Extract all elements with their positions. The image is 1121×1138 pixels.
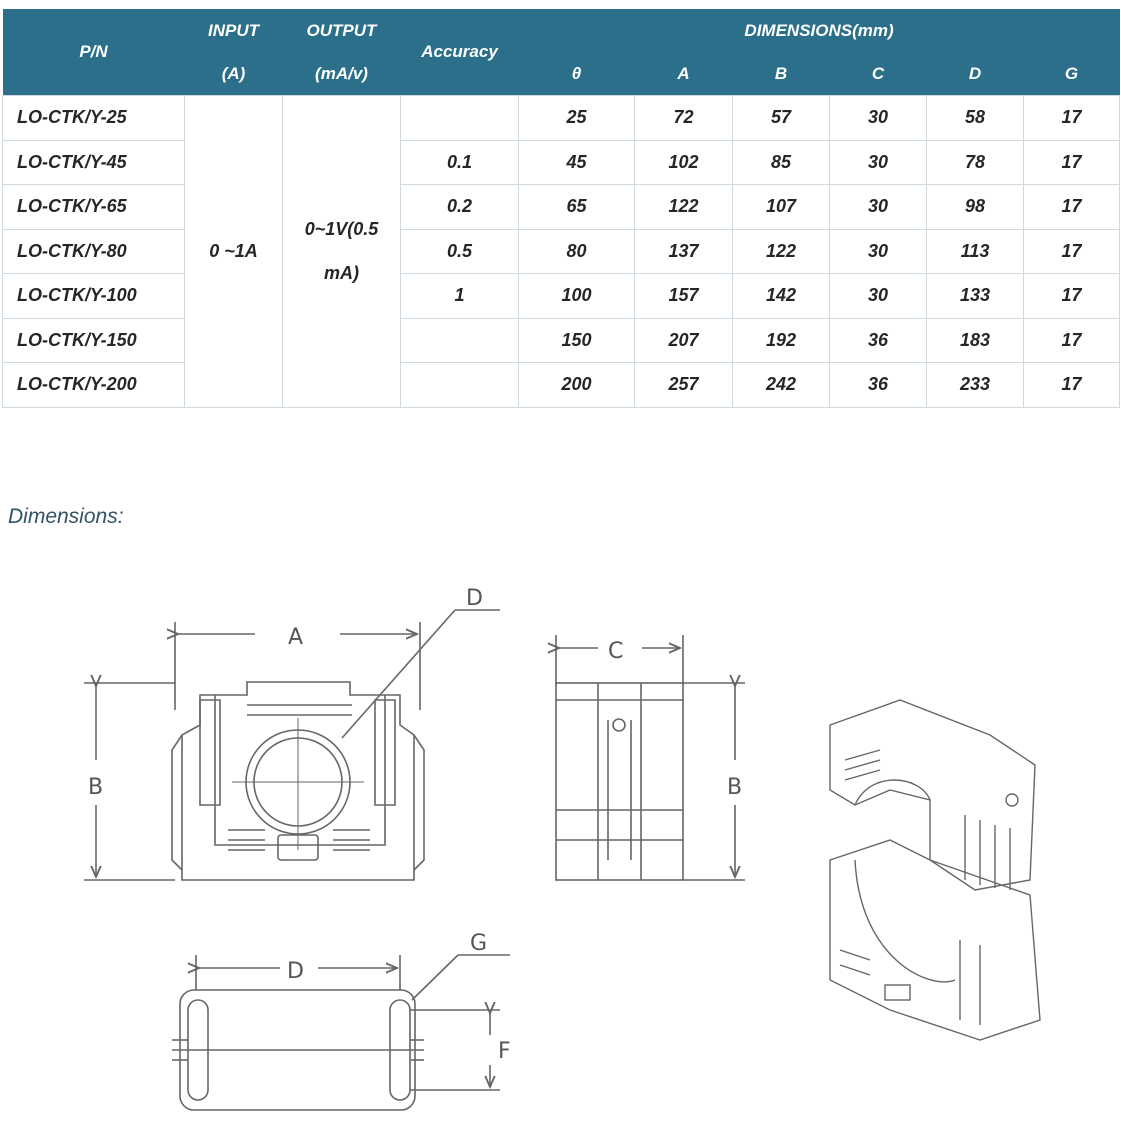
label-f: F xyxy=(498,1039,511,1064)
cell-d: 78 xyxy=(926,139,1024,185)
table-row: LO-CTK/Y-150 150 207 192 36 183 17 xyxy=(2,317,1121,363)
table-row: LO-CTK/Y-65 0.2 65 122 107 30 98 17 xyxy=(2,184,1121,230)
cell-b: 107 xyxy=(732,184,830,230)
label-g: G xyxy=(470,931,487,956)
header-dim-d: D xyxy=(926,52,1024,96)
cell-a: 102 xyxy=(634,139,733,185)
table-row: LO-CTK/Y-200 200 257 242 36 233 17 xyxy=(2,362,1121,408)
cell-b: 192 xyxy=(732,317,830,363)
table-row: LO-CTK/Y-100 1 100 157 142 30 133 17 xyxy=(2,273,1121,319)
header-pn: P/N xyxy=(2,9,185,96)
label-c: C xyxy=(608,639,623,664)
cell-output: 0~1V(0.5 mA) xyxy=(282,95,401,408)
cell-theta: 100 xyxy=(518,273,635,319)
cell-pn: LO-CTK/Y-150 xyxy=(2,317,185,363)
cell-c: 30 xyxy=(829,139,927,185)
cell-theta: 25 xyxy=(518,95,635,141)
cell-accuracy: 0.1 xyxy=(400,139,519,185)
cell-a: 122 xyxy=(634,184,733,230)
cell-d: 98 xyxy=(926,184,1024,230)
cell-d: 133 xyxy=(926,273,1024,319)
cell-d: 113 xyxy=(926,228,1024,274)
front-view-drawing xyxy=(84,609,500,881)
cell-b: 142 xyxy=(732,273,830,319)
cell-theta: 150 xyxy=(518,317,635,363)
cell-g: 17 xyxy=(1022,228,1121,274)
cell-theta: 45 xyxy=(518,139,635,185)
cell-g: 17 xyxy=(1022,273,1121,319)
cell-g: 17 xyxy=(1022,95,1121,141)
header-dim-g: G xyxy=(1023,52,1120,96)
header-input-unit: (A) xyxy=(184,52,283,96)
header-dimensions: DIMENSIONS(mm) xyxy=(518,9,1120,52)
cell-accuracy xyxy=(400,95,519,141)
table-row: LO-CTK/Y-25 0 ~1A 0~1V(0.5 mA) 25 72 57 … xyxy=(2,95,1121,408)
output-line-1: 0~1V(0.5 xyxy=(304,219,379,240)
header-dim-c: C xyxy=(829,52,927,96)
cell-b: 85 xyxy=(732,139,830,185)
cell-pn: LO-CTK/Y-80 xyxy=(2,228,185,274)
cell-g: 17 xyxy=(1022,362,1121,408)
cell-pn: LO-CTK/Y-45 xyxy=(2,139,185,185)
header-input: INPUT xyxy=(184,9,283,52)
cell-accuracy xyxy=(400,362,519,408)
table-row: LO-CTK/Y-45 0.1 45 102 85 30 78 17 xyxy=(2,139,1121,185)
dimension-drawings: A B D C B xyxy=(84,586,1041,1111)
isometric-view-drawing xyxy=(829,699,1041,1041)
header-dim-b: B xyxy=(732,52,830,96)
cell-c: 36 xyxy=(829,362,927,408)
table-row: LO-CTK/Y-80 0.5 80 137 122 30 113 17 xyxy=(2,228,1121,274)
label-d-front: D xyxy=(466,586,483,611)
cell-a: 257 xyxy=(634,362,733,408)
header-output-unit: (mA/v) xyxy=(282,52,401,96)
cell-d: 183 xyxy=(926,317,1024,363)
cell-b: 122 xyxy=(732,228,830,274)
cell-b: 57 xyxy=(732,95,830,141)
cell-g: 17 xyxy=(1022,184,1121,230)
label-a: A xyxy=(288,625,303,650)
cell-theta: 65 xyxy=(518,184,635,230)
cell-theta: 200 xyxy=(518,362,635,408)
cell-g: 17 xyxy=(1022,139,1121,185)
header-accuracy: Accuracy xyxy=(400,9,519,96)
cell-pn: LO-CTK/Y-200 xyxy=(2,362,185,408)
label-d-bottom: D xyxy=(287,959,304,984)
cell-c: 30 xyxy=(829,273,927,319)
cell-c: 36 xyxy=(829,317,927,363)
cell-pn: LO-CTK/Y-25 xyxy=(2,95,185,141)
header-dim-a: A xyxy=(634,52,733,96)
bottom-view-drawing xyxy=(172,954,510,1111)
cell-d: 233 xyxy=(926,362,1024,408)
cell-g: 17 xyxy=(1022,317,1121,363)
side-view-drawing xyxy=(556,635,745,881)
header-output: OUTPUT xyxy=(282,9,401,52)
cell-b: 242 xyxy=(732,362,830,408)
cell-c: 30 xyxy=(829,184,927,230)
output-line-2: mA) xyxy=(324,263,359,284)
header-dim-theta: θ xyxy=(518,52,635,96)
label-b-side: B xyxy=(727,775,742,800)
cell-accuracy: 0.2 xyxy=(400,184,519,230)
cell-pn: LO-CTK/Y-65 xyxy=(2,184,185,230)
cell-input: 0 ~1A xyxy=(184,95,283,408)
cell-d: 58 xyxy=(926,95,1024,141)
cell-pn: LO-CTK/Y-100 xyxy=(2,273,185,319)
dimensions-title: Dimensions: xyxy=(8,505,124,528)
spec-table: P/N INPUT OUTPUT Accuracy DIMENSIONS(mm)… xyxy=(2,9,1121,408)
label-b-front: B xyxy=(88,775,103,800)
cell-c: 30 xyxy=(829,228,927,274)
cell-a: 207 xyxy=(634,317,733,363)
cell-accuracy: 1 xyxy=(400,273,519,319)
cell-a: 137 xyxy=(634,228,733,274)
cell-accuracy: 0.5 xyxy=(400,228,519,274)
cell-c: 30 xyxy=(829,95,927,141)
cell-accuracy xyxy=(400,317,519,363)
cell-a: 72 xyxy=(634,95,733,141)
cell-theta: 80 xyxy=(518,228,635,274)
cell-a: 157 xyxy=(634,273,733,319)
